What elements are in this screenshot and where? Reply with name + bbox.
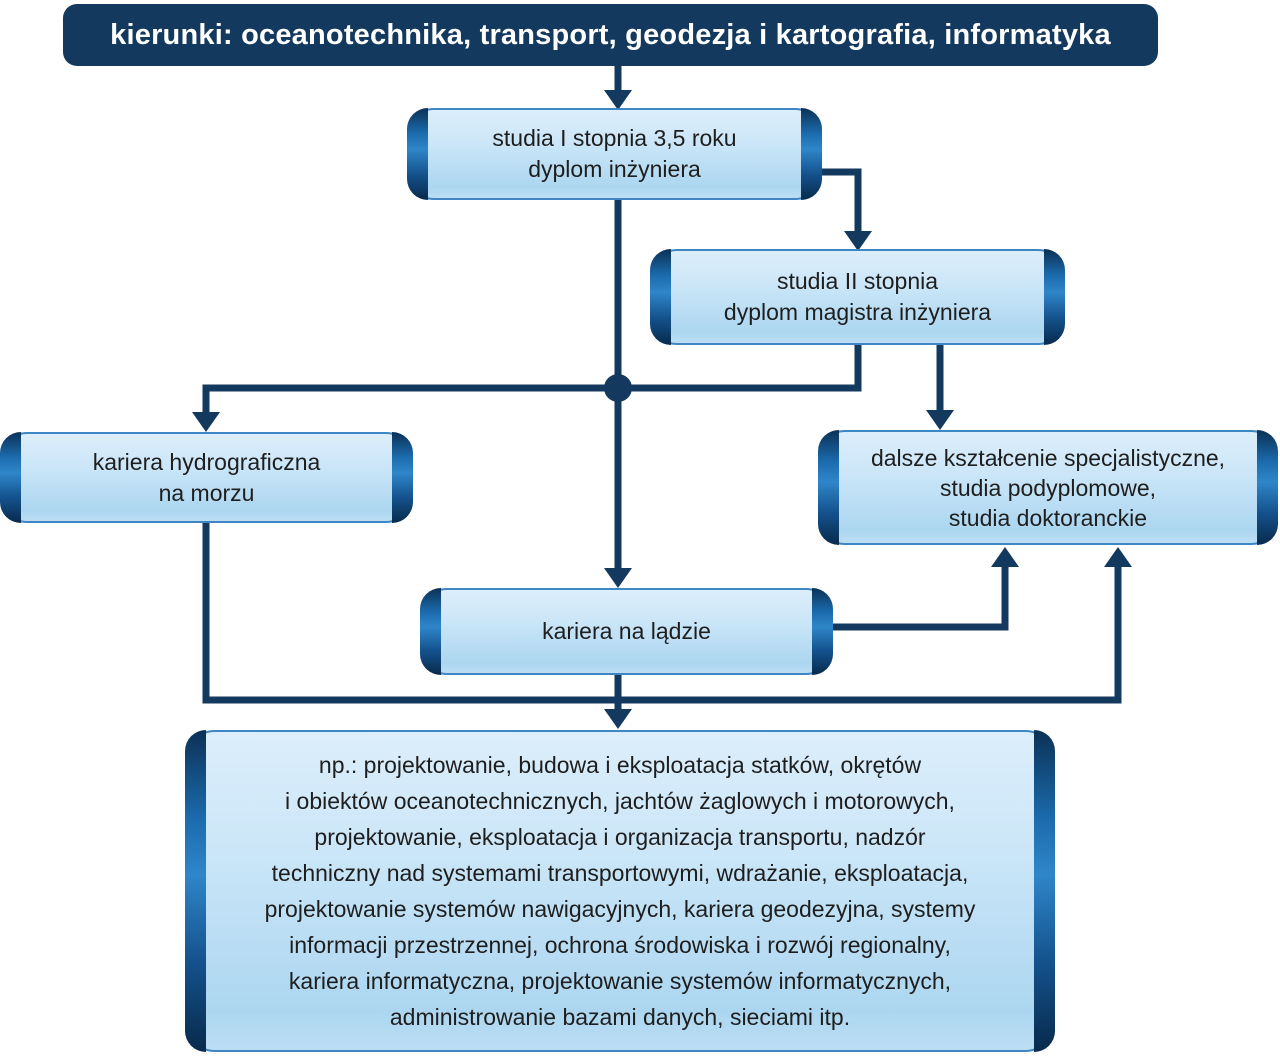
banner-text: kierunki: oceanotechnika, transport, geo… bbox=[110, 18, 1111, 51]
arrowhead-into-dalsze-top bbox=[926, 410, 954, 430]
arrowhead-into-studia1 bbox=[604, 90, 632, 110]
node-text-line: techniczny nad systemami transportowymi,… bbox=[271, 860, 969, 886]
node-text-line: i obiektów oceanotechnicznych, jachtów ż… bbox=[285, 788, 955, 814]
arrowhead-into-hydrograficzna bbox=[192, 412, 220, 432]
junction-dot bbox=[604, 374, 632, 402]
arrowhead-into-kariera-na-ladzie bbox=[604, 568, 632, 588]
node-text-line: dyplom magistra inżyniera bbox=[723, 299, 992, 325]
connector-studia2-to-hydrograficzna bbox=[202, 343, 862, 414]
node-text-line: studia doktoranckie bbox=[948, 504, 1148, 531]
node-studia-1-stopnia: studia I stopnia 3,5 roku dyplom inżynie… bbox=[407, 108, 822, 200]
arrowhead-into-studia2 bbox=[844, 231, 872, 251]
node-text-line: studia II stopnia bbox=[776, 268, 939, 294]
node-text-line: dyplom inżyniera bbox=[528, 156, 701, 182]
connector-ladzie-to-dalsze bbox=[833, 565, 1009, 631]
node-kariera-na-ladzie: kariera na lądzie bbox=[420, 588, 833, 675]
node-text-line: studia I stopnia 3,5 roku bbox=[492, 125, 737, 151]
node-text-line: studia podyplomowe, bbox=[939, 474, 1157, 501]
node-text-line: projektowanie, eksploatacja i organizacj… bbox=[314, 824, 926, 850]
arrowhead-into-dalsze-bottom-right bbox=[1104, 547, 1132, 567]
node-studia-2-stopnia: studia II stopnia dyplom magistra inżyni… bbox=[650, 249, 1065, 345]
node-text-line: kariera informatyczna, projektowanie sys… bbox=[288, 968, 952, 994]
connector-studia1-to-studia2 bbox=[820, 168, 862, 233]
arrowhead-into-dalsze-bottom-left bbox=[991, 547, 1019, 567]
node-przyklady-karier: np.: projektowanie, budowa i eksploatacj… bbox=[185, 730, 1055, 1052]
node-text-line: na morzu bbox=[158, 479, 255, 506]
node-text-line: projektowanie systemów nawigacyjnych, ka… bbox=[264, 896, 976, 922]
node-text-line: kariera hydrograficzna bbox=[92, 448, 321, 475]
node-text-line: administrowanie bazami danych, sieciami … bbox=[389, 1004, 851, 1030]
arrowhead-into-przyklady bbox=[604, 709, 632, 729]
node-text-line: informacji przestrzennej, ochrona środow… bbox=[289, 932, 951, 958]
node-dalsze-ksztalcenie: dalsze kształcenie specjalistyczne, stud… bbox=[818, 430, 1278, 545]
node-text-line: np.: projektowanie, budowa i eksploatacj… bbox=[318, 752, 922, 778]
banner-kierunki: kierunki: oceanotechnika, transport, geo… bbox=[63, 4, 1158, 66]
node-kariera-hydrograficzna: kariera hydrograficzna na morzu bbox=[0, 432, 413, 523]
node-text-line: kariera na lądzie bbox=[542, 618, 711, 644]
node-text-line: dalsze kształcenie specjalistyczne, bbox=[870, 444, 1226, 471]
